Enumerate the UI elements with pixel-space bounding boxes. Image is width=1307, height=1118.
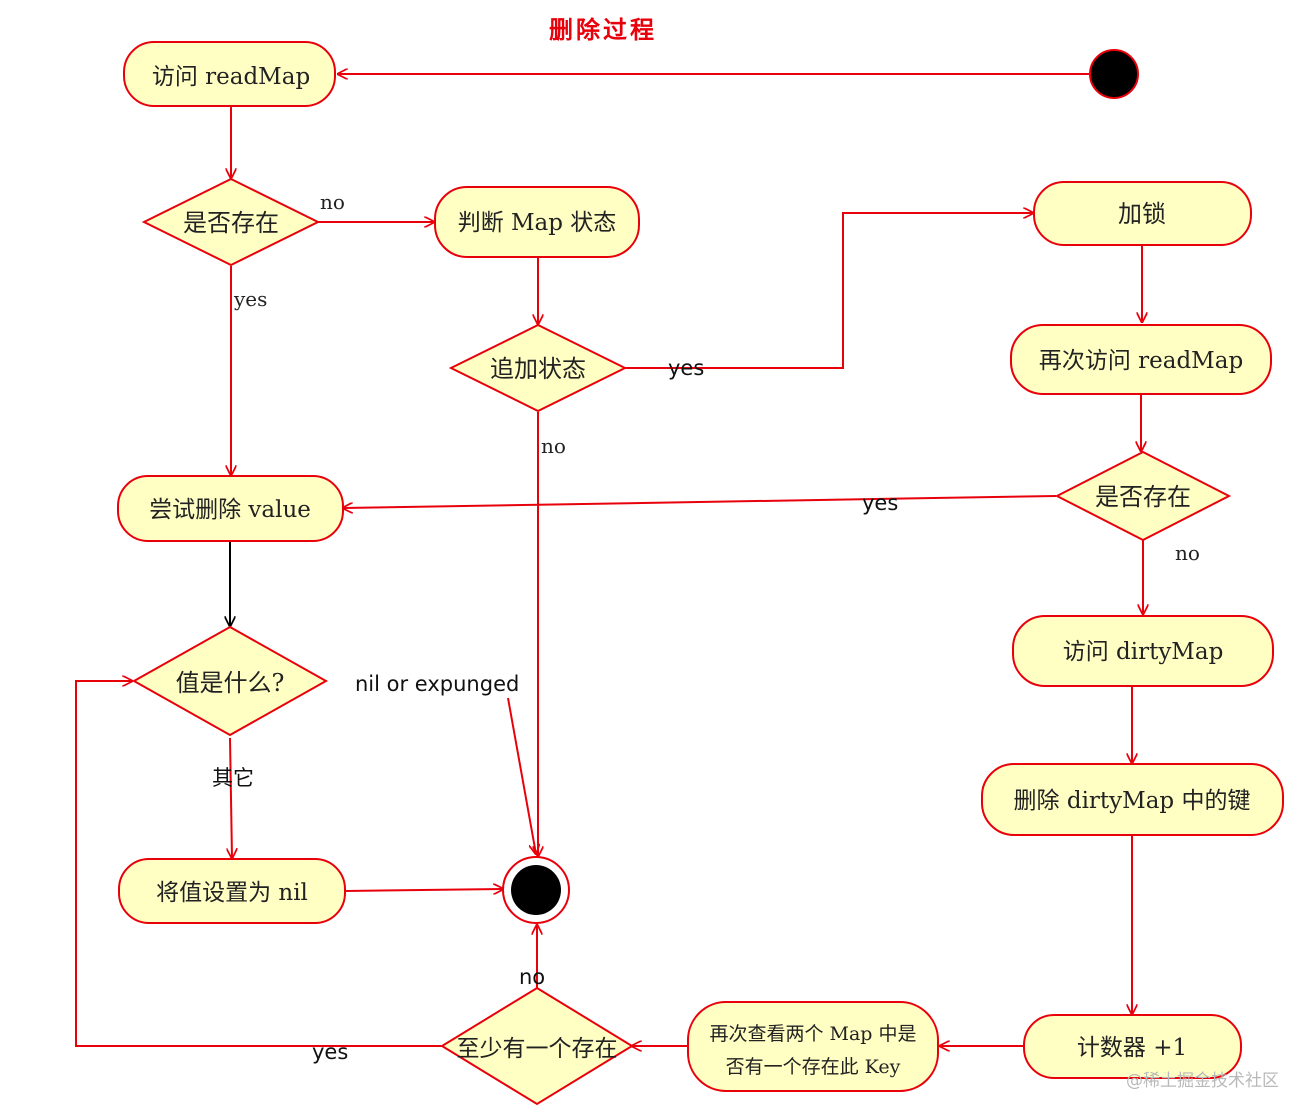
decision-amended-state-label: 追加状态	[490, 355, 586, 383]
label-exists-2-no: no	[1175, 541, 1200, 565]
node-access-dirtymap-label: 访问 dirtyMap	[1063, 639, 1224, 665]
node-delete-dirtymap-key: 删除 dirtyMap 中的键	[981, 763, 1284, 836]
node-reaccess-readmap-label: 再次访问 readMap	[1039, 348, 1243, 374]
edge-value-nil-to-end	[507, 697, 536, 854]
node-set-nil-label: 将值设置为 nil	[156, 880, 308, 906]
node-lock: 加锁	[1033, 181, 1252, 246]
edges	[75, 74, 1143, 1047]
node-try-delete-value: 尝试删除 value	[117, 475, 344, 542]
label-value-nil-or-expunged: nil or expunged	[355, 672, 519, 696]
decision-at-least-one: 至少有一个存在	[440, 986, 634, 1106]
decision-exists-1-label: 是否存在	[183, 209, 279, 237]
label-at-least-yes: yes	[312, 1040, 348, 1064]
start-node	[1089, 49, 1139, 99]
label-value-other: 其它	[212, 766, 254, 790]
node-delete-dirtymap-key-label: 删除 dirtyMap 中的键	[1014, 788, 1251, 814]
edge-amended-yes-to-lock	[625, 213, 1033, 369]
edge-at-least-yes-to-value-check	[75, 681, 442, 1047]
edge-value-other-to-set-nil	[230, 737, 232, 858]
node-reaccess-readmap: 再次访问 readMap	[1010, 324, 1272, 395]
node-judge-map-state-label: 判断 Map 状态	[458, 210, 617, 236]
label-exists-1-yes: yes	[233, 287, 267, 311]
node-access-dirtymap: 访问 dirtyMap	[1012, 615, 1274, 687]
node-access-readmap-label: 访问 readMap	[152, 64, 310, 90]
node-set-nil: 将值设置为 nil	[118, 858, 346, 924]
node-recheck-both-maps: 再次查看两个 Map 中是 否有一个存在此 Key	[687, 1001, 939, 1092]
watermark: @稀土掘金技术社区	[1126, 1071, 1279, 1091]
diagram-title: 删除过程	[549, 15, 657, 44]
node-recheck-line2: 否有一个存在此 Key	[726, 1056, 901, 1078]
decision-exists-1: 是否存在	[141, 177, 321, 267]
node-counter-label: 计数器 +1	[1077, 1035, 1187, 1061]
label-at-least-no: no	[519, 965, 545, 989]
label-amended-yes: yes	[668, 356, 704, 380]
decision-value-check-label: 值是什么?	[176, 669, 285, 697]
node-recheck-line1: 再次查看两个 Map 中是	[709, 1023, 916, 1045]
decision-exists-2: 是否存在	[1054, 450, 1232, 542]
decision-exists-2-label: 是否存在	[1095, 483, 1191, 511]
label-amended-no: no	[541, 434, 566, 458]
label-exists-2-yes: yes	[862, 491, 898, 515]
node-judge-map-state: 判断 Map 状态	[434, 186, 640, 258]
edge-set-nil-to-end	[344, 889, 503, 891]
node-counter: 计数器 +1	[1023, 1014, 1242, 1079]
edge-exists2-yes-to-try-delete	[343, 495, 1057, 508]
end-node	[502, 856, 570, 924]
node-lock-label: 加锁	[1118, 200, 1166, 228]
decision-amended-state: 追加状态	[448, 323, 628, 413]
decision-value-check: 值是什么?	[131, 625, 329, 737]
node-access-readmap: 访问 readMap	[123, 41, 336, 107]
decision-at-least-one-label: 至少有一个存在	[457, 1036, 618, 1062]
label-exists-1-no: no	[320, 190, 345, 214]
node-try-delete-value-label: 尝试删除 value	[149, 497, 311, 523]
